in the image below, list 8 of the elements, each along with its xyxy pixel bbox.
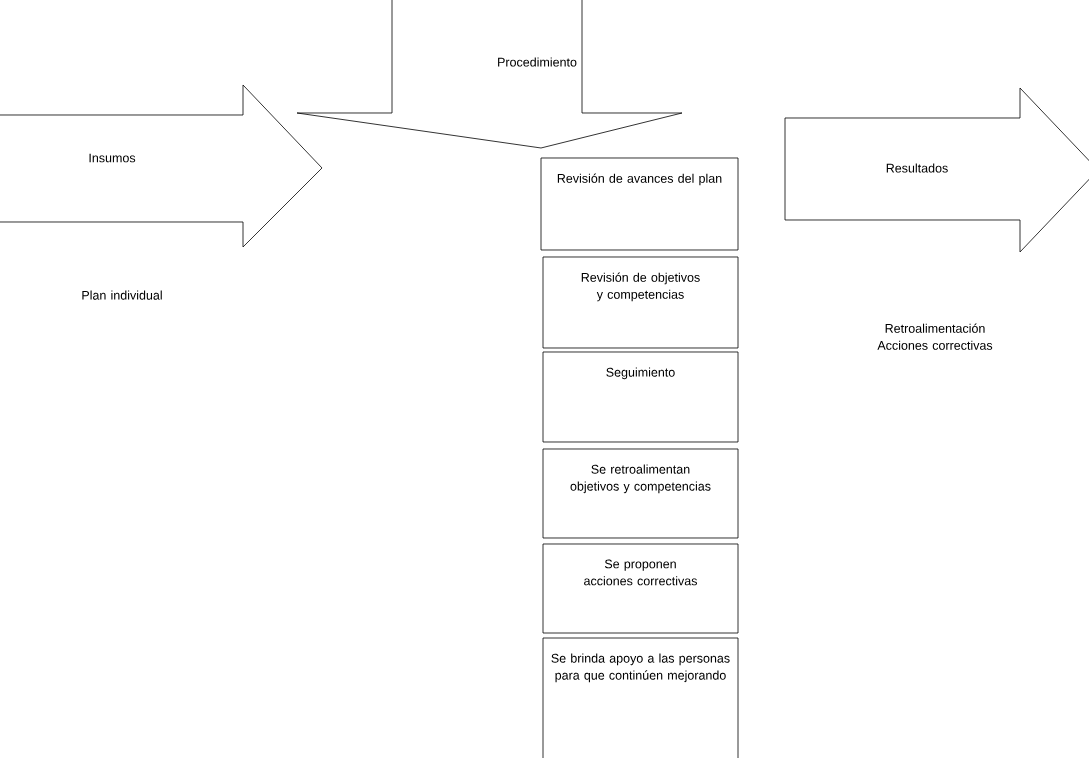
process-box: Se proponen acciones correctivas [542,543,739,634]
process-box: Revisión de objetivos y competencias [542,256,739,349]
caption-text: Retroalimentación Acciones correctivas [877,323,993,350]
process-box: Revisión de avances del plan [540,157,739,251]
caption-text: Plan individual [82,290,162,300]
process-box: Se brinda apoyo a las personas para que continúen mejorando [542,637,739,758]
process-box: Seguimiento [542,351,739,443]
process-box: Se retroalimentan objetivos y competencias [542,448,739,539]
